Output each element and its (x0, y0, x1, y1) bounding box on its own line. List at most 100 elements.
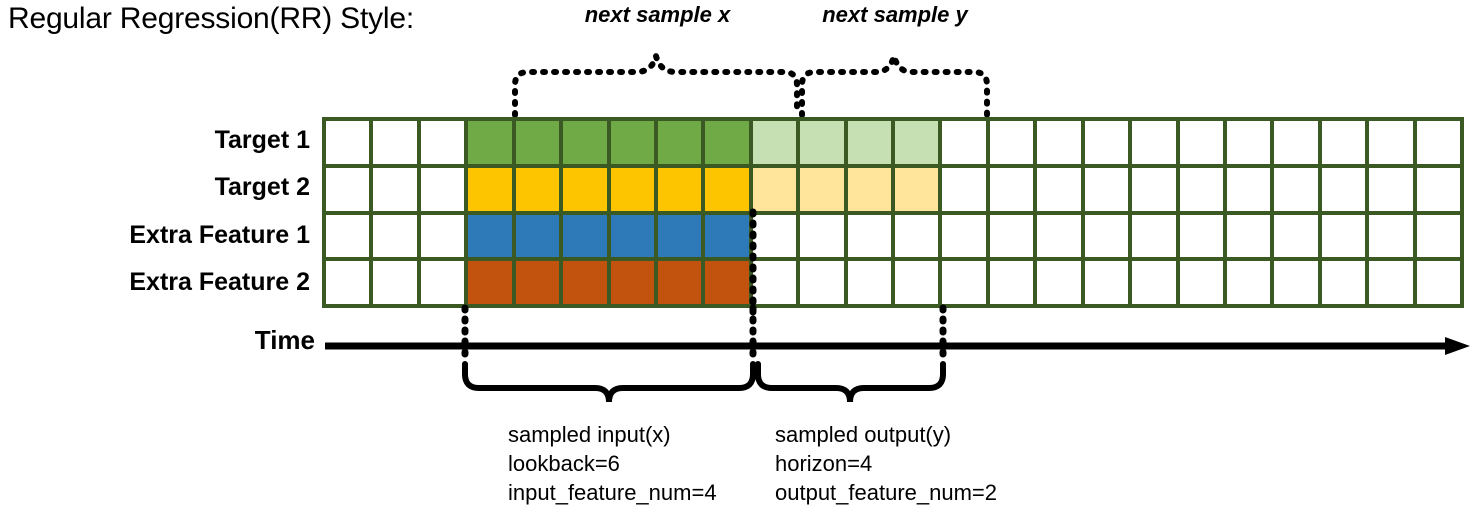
cell-extra-feature-2-15 (1037, 261, 1081, 304)
cell-target-2-11 (847, 167, 892, 211)
cell-target-2-13 (942, 167, 986, 211)
cell-target-2-15 (1037, 167, 1081, 211)
grid-row-extra-feature-2 (326, 261, 1461, 304)
cell-target-2-0 (326, 167, 370, 211)
cell-extra-feature-2-18 (1179, 261, 1224, 304)
sampled-input-line-1: sampled input(x) (508, 422, 671, 447)
cell-target-2-4 (515, 167, 560, 211)
next-sample-x-brace (512, 55, 800, 118)
time-axis-arrow (325, 337, 1470, 355)
sampled-output-line-2: horizon=4 (775, 451, 873, 476)
cell-extra-feature-1-1 (373, 214, 417, 258)
cell-target-2-14 (989, 167, 1034, 211)
cell-target-1-15 (1037, 121, 1081, 164)
cell-target-1-7 (657, 121, 702, 164)
cell-extra-feature-1-4 (515, 214, 560, 258)
cell-target-1-10 (800, 121, 844, 164)
cell-target-1-18 (1179, 121, 1224, 164)
cell-extra-feature-2-21 (1321, 261, 1366, 304)
cell-extra-feature-1-2 (420, 214, 465, 258)
cell-target-2-23 (1416, 167, 1461, 211)
cell-extra-feature-2-3 (468, 261, 512, 304)
cell-extra-feature-2-6 (610, 261, 654, 304)
cell-target-2-5 (563, 167, 607, 211)
cell-extra-feature-2-8 (705, 261, 749, 304)
sampled-output-caption: sampled output(y) horizon=4 output_featu… (775, 420, 997, 507)
cell-target-1-22 (1369, 121, 1413, 164)
cell-target-1-13 (942, 121, 986, 164)
cell-extra-feature-2-5 (563, 261, 607, 304)
cell-target-1-19 (1227, 121, 1271, 164)
cell-target-1-3 (468, 121, 512, 164)
cell-extra-feature-1-10 (800, 214, 844, 258)
row-label-extra-feature-1: Extra Feature 1 (129, 221, 310, 249)
cell-target-2-17 (1132, 167, 1176, 211)
cell-extra-feature-1-13 (942, 214, 986, 258)
cell-target-2-16 (1084, 167, 1129, 211)
cell-target-1-6 (610, 121, 654, 164)
next-sample-y-brace (799, 55, 990, 118)
next-sample-y-label: next sample y (822, 2, 968, 27)
cell-target-2-20 (1274, 167, 1318, 211)
cell-extra-feature-1-16 (1084, 214, 1129, 258)
cell-target-1-23 (1416, 121, 1461, 164)
row-label-target-1: Target 1 (214, 126, 310, 154)
cell-target-1-16 (1084, 121, 1129, 164)
cell-extra-feature-2-13 (942, 261, 986, 304)
cell-target-1-2 (420, 121, 465, 164)
cell-extra-feature-2-14 (989, 261, 1034, 304)
input-window-divider-group (749, 208, 757, 316)
row-label-target-2: Target 2 (214, 173, 310, 201)
cell-target-1-1 (373, 121, 417, 164)
cell-extra-feature-1-9 (752, 214, 797, 258)
cell-extra-feature-1-23 (1416, 214, 1461, 258)
cell-target-2-9 (752, 167, 797, 211)
cell-extra-feature-2-7 (657, 261, 702, 304)
cell-extra-feature-2-22 (1369, 261, 1413, 304)
cell-extra-feature-1-0 (326, 214, 370, 258)
sampled-input-line-2: lookback=6 (508, 451, 620, 476)
cell-extra-feature-2-9 (752, 261, 797, 304)
cell-extra-feature-1-11 (847, 214, 892, 258)
cell-extra-feature-2-19 (1227, 261, 1271, 304)
cell-target-2-6 (610, 167, 654, 211)
cell-extra-feature-2-12 (895, 261, 939, 304)
cell-target-2-19 (1227, 167, 1271, 211)
cell-extra-feature-1-22 (1369, 214, 1413, 258)
cell-extra-feature-1-17 (1132, 214, 1176, 258)
cell-target-2-2 (420, 167, 465, 211)
cell-extra-feature-1-18 (1179, 214, 1224, 258)
cell-target-2-7 (657, 167, 702, 211)
grid-row-target-2 (326, 167, 1461, 211)
sampled-input-brace (462, 361, 756, 403)
sampled-output-line-3: output_feature_num=2 (775, 480, 998, 505)
sampled-input-line-3: input_feature_num=4 (508, 480, 717, 505)
sampled-output-line-1: sampled output(y) (775, 422, 952, 447)
cell-target-2-3 (468, 167, 512, 211)
cell-target-1-17 (1132, 121, 1176, 164)
cell-target-1-20 (1274, 121, 1318, 164)
grid-row-extra-feature-1 (326, 214, 1461, 258)
cell-extra-feature-2-0 (326, 261, 370, 304)
cell-target-1-12 (895, 121, 939, 164)
cell-extra-feature-2-23 (1416, 261, 1461, 304)
cell-extra-feature-2-20 (1274, 261, 1318, 304)
grid-row-target-1 (326, 121, 1461, 164)
cell-target-2-12 (895, 167, 939, 211)
cell-extra-feature-2-16 (1084, 261, 1129, 304)
cell-extra-feature-2-4 (515, 261, 560, 304)
cell-extra-feature-1-7 (657, 214, 702, 258)
cell-target-1-5 (563, 121, 607, 164)
cell-extra-feature-2-1 (373, 261, 417, 304)
cell-extra-feature-2-10 (800, 261, 844, 304)
cell-extra-feature-1-8 (705, 214, 749, 258)
cell-target-1-8 (705, 121, 749, 164)
next-sample-x-label: next sample x (584, 2, 731, 27)
cell-target-1-21 (1321, 121, 1366, 164)
timeline-grid (322, 117, 1464, 308)
cell-target-1-11 (847, 121, 892, 164)
row-label-extra-feature-2: Extra Feature 2 (129, 268, 310, 296)
sampled-input-caption: sampled input(x) lookback=6 input_featur… (508, 420, 717, 507)
cell-extra-feature-1-6 (610, 214, 654, 258)
bottom-brace-group (461, 304, 947, 403)
